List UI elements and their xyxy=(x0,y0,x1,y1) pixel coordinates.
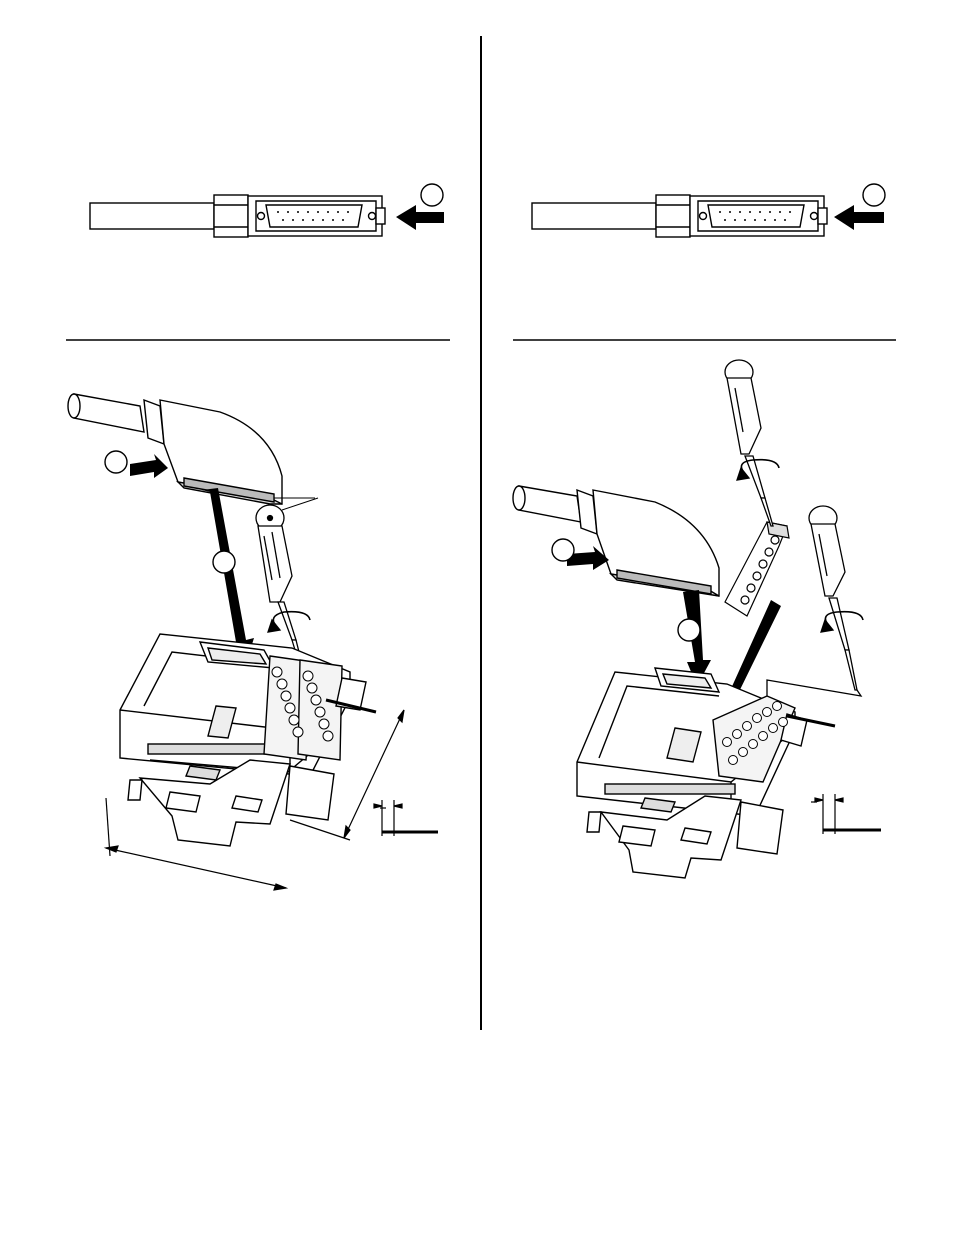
din-rail-icon xyxy=(587,796,783,878)
module-base-icon xyxy=(120,634,366,776)
screwdriver-icon xyxy=(809,506,863,690)
callout-circle-2 xyxy=(678,619,700,641)
callout-circle-2 xyxy=(213,551,235,573)
callout-circle-1 xyxy=(863,184,885,206)
module-base-icon xyxy=(577,668,807,816)
top-right-panel xyxy=(522,175,912,255)
arrow-icon xyxy=(396,205,444,230)
arrow-icon xyxy=(834,205,884,230)
dimension-lines xyxy=(811,794,881,834)
terminal-block-icon xyxy=(725,522,789,616)
din-rail-icon xyxy=(128,760,334,846)
callout-circle-1 xyxy=(552,539,574,561)
bottom-right-panel xyxy=(505,350,925,910)
cable-hood-icon xyxy=(513,486,719,596)
screwdriver-icon xyxy=(725,360,779,526)
callout-circle-1 xyxy=(105,451,127,473)
callout-circle-1 xyxy=(421,184,443,206)
cable-connector-icon xyxy=(90,195,385,237)
bottom-left-panel xyxy=(60,380,460,900)
cable-connector-icon xyxy=(532,195,827,237)
cable-hood-icon xyxy=(68,394,282,504)
top-left-panel xyxy=(80,175,470,255)
